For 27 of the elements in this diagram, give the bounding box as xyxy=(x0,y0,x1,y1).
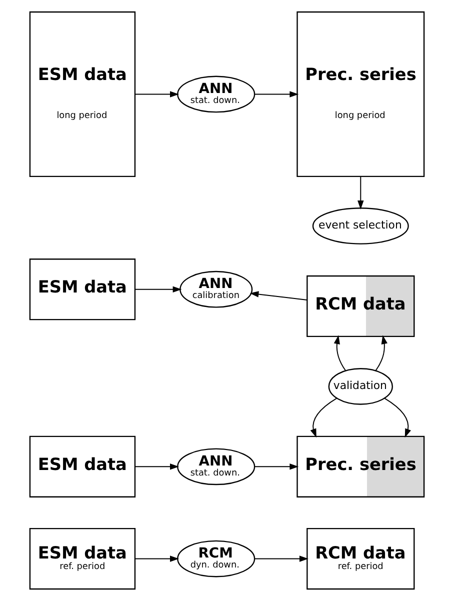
arrow xyxy=(254,556,308,562)
node-box: Prec. series long period xyxy=(296,11,425,178)
arrow xyxy=(134,556,179,562)
node-box: ESM data long period xyxy=(29,11,136,178)
arrow xyxy=(254,91,299,98)
arrow xyxy=(375,335,388,371)
node-ellipse: ANN stat. down. xyxy=(177,76,256,113)
arrow xyxy=(250,291,308,300)
arrow xyxy=(310,398,338,438)
node-box: RCM data xyxy=(306,275,415,337)
node-box: ESM data xyxy=(29,258,136,320)
node-ellipse: ANN calibration xyxy=(180,270,253,308)
node-ellipse: ANN stat. down. xyxy=(177,448,256,486)
node-box: ESM data ref. period xyxy=(29,528,136,590)
arrow xyxy=(134,91,179,98)
node-box: ESM data xyxy=(29,436,136,498)
arrow xyxy=(134,286,182,292)
node-box: RCM data ref. period xyxy=(306,528,415,590)
arrow xyxy=(334,335,346,371)
arrow xyxy=(358,176,364,210)
arrow xyxy=(134,464,179,470)
arrow xyxy=(254,464,299,470)
node-ellipse: event selection xyxy=(312,208,409,244)
node-ellipse: RCM dyn. down. xyxy=(177,540,256,578)
node-box: Prec. series xyxy=(296,436,425,498)
arrow xyxy=(384,398,411,438)
node-ellipse: validation xyxy=(328,368,393,405)
